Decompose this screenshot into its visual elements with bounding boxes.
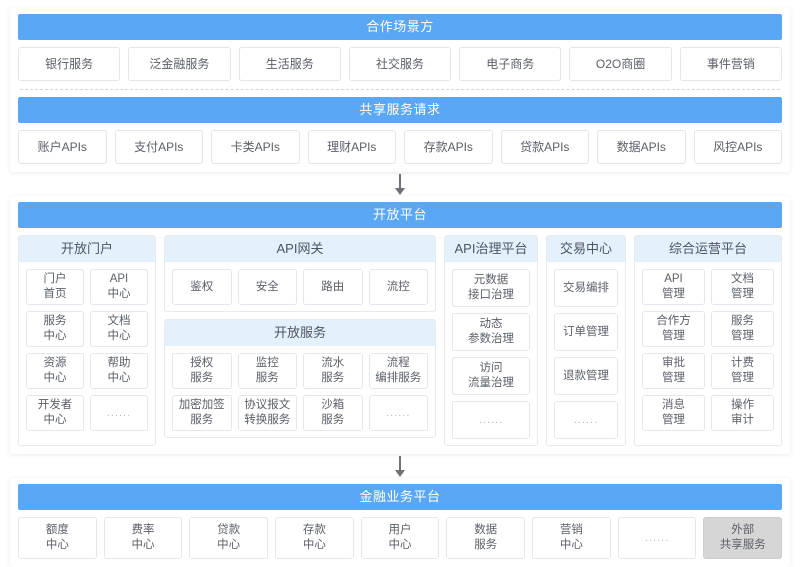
api-chip[interactable]: 存款APIs [404,130,493,164]
open-service-cell[interactable]: 流水 服务 [303,353,363,389]
trade-center-grid: 交易编排 订单管理 退款管理 ...... [547,262,625,439]
column-trade-center: 交易中心 交易编排 订单管理 退款管理 ...... [546,235,626,446]
portal-cell-more[interactable]: ...... [90,395,148,431]
trade-center-title: 交易中心 [547,236,625,262]
partner-chip[interactable]: 泛金融服务 [128,47,231,81]
api-gateway-title: API网关 [165,236,435,262]
portal-cell[interactable]: 帮助 中心 [90,353,148,389]
trade-cell[interactable]: 退款管理 [554,357,618,395]
trade-cell-more[interactable]: ...... [554,401,618,439]
open-service-title: 开放服务 [165,320,435,346]
api-governance-grid: 元数据 接口治理 动态 参数治理 访问 流量治理 ...... [445,262,537,439]
panel-divider [20,89,780,90]
open-service-grid: 授权 服务 监控 服务 流水 服务 流程 编排服务 加密加签 服务 协议报文 转… [165,346,435,431]
column-open-portal: 开放门户 门户 首页 API 中心 服务 中心 文档 中心 资源 中心 帮助 中… [18,235,156,446]
ops-cell[interactable]: 操作 审计 [711,395,774,431]
partner-chip[interactable]: 银行服务 [18,47,121,81]
ops-cell[interactable]: 服务 管理 [711,311,774,347]
finance-cell[interactable]: 额度 中心 [18,517,97,559]
finance-cell[interactable]: 用户 中心 [360,517,440,559]
portal-cell[interactable]: 文档 中心 [90,311,148,347]
partner-chip[interactable]: 社交服务 [348,47,452,81]
column-api-governance: API治理平台 元数据 接口治理 动态 参数治理 访问 流量治理 ...... [444,235,538,446]
partner-chip[interactable]: 事件营销 [679,47,782,81]
gateway-cell[interactable]: 安全 [237,269,297,305]
open-service-cell[interactable]: 加密加签 服务 [172,395,232,431]
open-service-cell-more[interactable]: ...... [368,395,428,431]
governance-cell[interactable]: 访问 流量治理 [452,357,530,395]
portal-cell[interactable]: 门户 首页 [26,269,84,305]
gateway-cell[interactable]: 流控 [368,269,428,305]
governance-cell[interactable]: 元数据 接口治理 [452,269,530,307]
api-chip[interactable]: 贷款APIs [500,130,589,164]
finance-cell[interactable]: 营销 中心 [532,517,611,559]
trade-cell[interactable]: 订单管理 [554,313,618,351]
finance-cell[interactable]: 存款 中心 [275,517,354,559]
api-chip[interactable]: 账户APIs [18,130,107,164]
ops-cell[interactable]: 计费 管理 [711,353,774,389]
api-gateway-panel: API网关 鉴权 安全 路由 流控 [164,235,436,312]
operation-platform-grid: API 管理 文档 管理 合作方 管理 服务 管理 审批 管理 计费 管理 消息… [635,262,781,431]
finance-cell[interactable]: 数据 服务 [446,517,526,559]
shared-requests-chip-row: 账户APIs 支付APIs 卡类APIs 理财APIs 存款APIs 贷款API… [18,130,782,164]
open-platform-columns: 开放门户 门户 首页 API 中心 服务 中心 文档 中心 资源 中心 帮助 中… [18,235,782,446]
partners-header: 合作场景方 [18,14,782,40]
open-platform-panel: 开放平台 开放门户 门户 首页 API 中心 服务 中心 文档 中心 资源 中心… [10,196,790,454]
portal-cell[interactable]: 资源 中心 [26,353,84,389]
open-service-cell[interactable]: 协议报文 转换服务 [237,395,297,431]
api-chip[interactable]: 卡类APIs [211,130,300,164]
open-platform-header: 开放平台 [18,202,782,228]
open-service-cell[interactable]: 监控 服务 [237,353,297,389]
api-governance-title: API治理平台 [445,236,537,262]
partner-chip[interactable]: O2O商圈 [569,47,672,81]
column-operation-platform: 综合运营平台 API 管理 文档 管理 合作方 管理 服务 管理 审批 管理 计… [634,235,782,446]
gateway-cell[interactable]: 路由 [303,269,363,305]
partner-chip[interactable]: 电子商务 [459,47,562,81]
gateway-cell[interactable]: 鉴权 [172,269,232,305]
api-chip[interactable]: 支付APIs [114,130,203,164]
shared-requests-header: 共享服务请求 [18,97,782,123]
api-chip[interactable]: 数据APIs [597,130,686,164]
finance-platform-row: 额度 中心 费率 中心 贷款 中心 存款 中心 用户 中心 数据 服务 营销 中… [18,517,783,559]
portal-cell[interactable]: 服务 中心 [26,311,84,347]
operation-platform-title: 综合运营平台 [635,236,781,262]
ops-cell[interactable]: 合作方 管理 [642,311,705,347]
open-service-panel: 开放服务 授权 服务 监控 服务 流水 服务 流程 编排服务 加密加签 服务 协… [164,319,436,438]
governance-cell[interactable]: 动态 参数治理 [452,313,530,351]
ops-cell[interactable]: 审批 管理 [642,353,705,389]
trade-cell[interactable]: 交易编排 [554,269,618,307]
governance-cell-more[interactable]: ...... [452,401,530,439]
partner-chip[interactable]: 生活服务 [238,47,341,81]
finance-cell[interactable]: 贷款 中心 [189,517,269,559]
ops-cell[interactable]: 文档 管理 [711,269,774,305]
down-arrow-icon-bottom [10,454,790,478]
api-gateway-grid: 鉴权 安全 路由 流控 [165,262,435,305]
finance-cell-more[interactable]: ...... [617,517,697,559]
finance-platform-header: 金融业务平台 [18,484,782,510]
open-portal-title: 开放门户 [19,236,155,262]
open-service-cell[interactable]: 授权 服务 [172,353,232,389]
portal-cell[interactable]: 开发者 中心 [26,395,84,431]
portal-cell[interactable]: API 中心 [90,269,148,305]
finance-cell-external-shared-service[interactable]: 外部 共享服务 [703,517,783,559]
partners-chip-row: 银行服务 泛金融服务 生活服务 社交服务 电子商务 O2O商圈 事件营销 [18,47,782,81]
top-panel: 合作场景方 银行服务 泛金融服务 生活服务 社交服务 电子商务 O2O商圈 事件… [10,8,790,172]
api-chip[interactable]: 理财APIs [307,130,396,164]
open-service-cell[interactable]: 沙箱 服务 [303,395,363,431]
ops-cell[interactable]: 消息 管理 [642,395,705,431]
open-portal-grid: 门户 首页 API 中心 服务 中心 文档 中心 资源 中心 帮助 中心 开发者… [19,262,155,431]
open-service-cell[interactable]: 流程 编排服务 [368,353,428,389]
finance-platform-panel: 金融业务平台 额度 中心 费率 中心 贷款 中心 存款 中心 用户 中心 数据 … [10,478,790,567]
finance-cell[interactable]: 费率 中心 [103,517,183,559]
architecture-diagram: 合作场景方 银行服务 泛金融服务 生活服务 社交服务 电子商务 O2O商圈 事件… [10,8,790,559]
ops-cell[interactable]: API 管理 [642,269,705,305]
api-chip[interactable]: 风控APIs [693,130,782,164]
down-arrow-icon-top [10,172,790,196]
column-api-gateway: API网关 鉴权 安全 路由 流控 开放服务 授权 服务 监控 服务 流水 服务 [164,235,436,446]
